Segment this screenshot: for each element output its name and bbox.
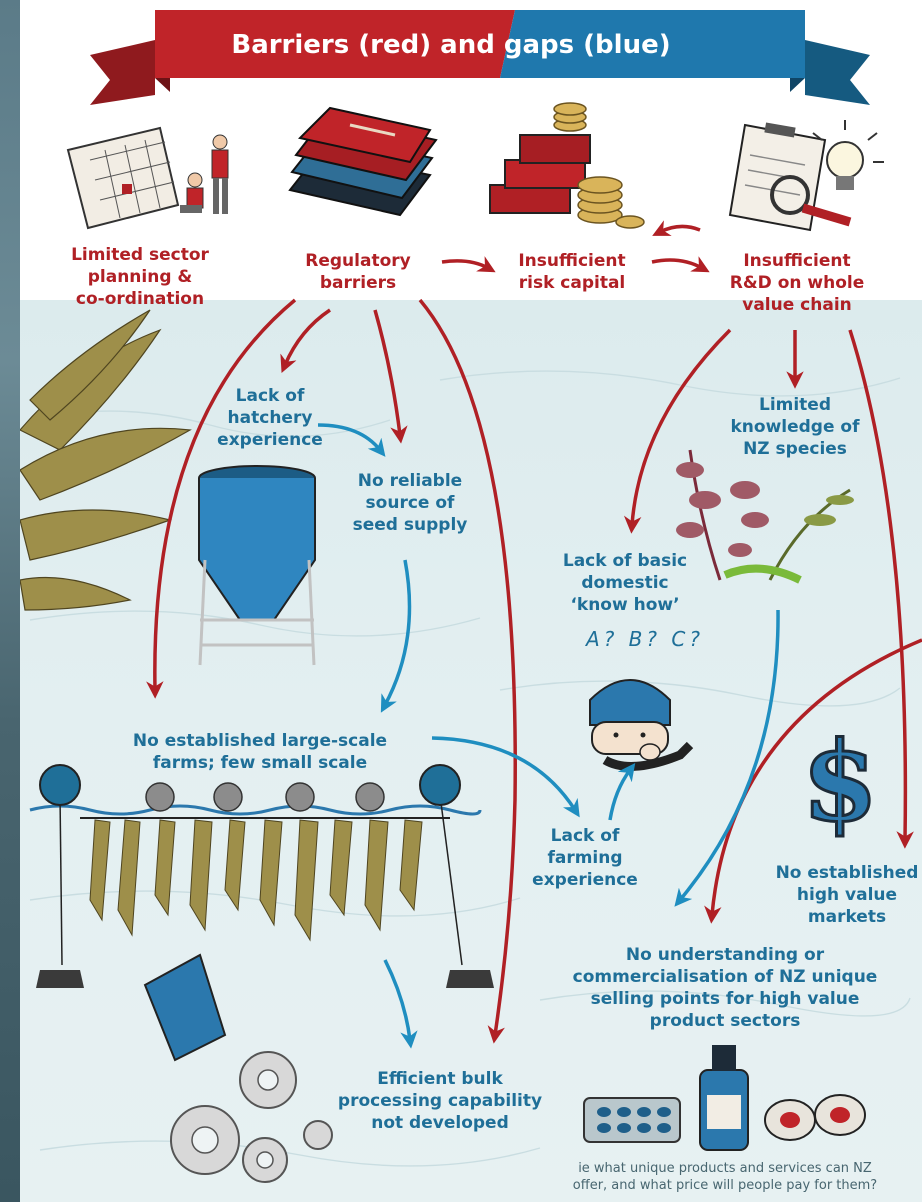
calendar-planning-illustration: [68, 128, 228, 228]
label-line: Limited sector: [50, 244, 230, 266]
gap-seed-supply: No reliable source of seed supply: [340, 470, 480, 536]
books-illustration: [290, 108, 436, 215]
arrow-regulatory-to-risk: [442, 261, 488, 268]
footnote: ie what unique products and services can…: [545, 1160, 905, 1194]
thinking-person-illustration: [590, 680, 690, 766]
footnote-line: ie what unique products and services can…: [545, 1160, 905, 1177]
gap-unique-selling-points: No understanding or commercialisation of…: [560, 944, 890, 1032]
label-line: farming: [530, 847, 640, 869]
label-line: co-ordination: [50, 288, 230, 310]
arrow-farmingexp-to-person: [610, 770, 630, 820]
label-line: Insufficient: [712, 250, 882, 272]
label-line: selling points for high value: [560, 988, 890, 1010]
label-line: Limited: [720, 394, 870, 416]
label-line: Efficient bulk: [335, 1068, 545, 1090]
label-line: product sectors: [560, 1010, 890, 1032]
label-line: not developed: [335, 1112, 545, 1134]
label-line: experience: [530, 869, 640, 891]
label-line: experience: [210, 429, 330, 451]
label-line: seed supply: [340, 514, 480, 536]
label-line: R&D on whole: [712, 272, 882, 294]
label-line: Lack of: [210, 385, 330, 407]
label-line: farms; few small scale: [110, 752, 410, 774]
label-line: Regulatory: [293, 250, 423, 272]
label-line: ‘know how’: [550, 594, 700, 616]
label-line: commercialisation of NZ unique: [560, 966, 890, 988]
label-line: Insufficient: [492, 250, 652, 272]
label-line: source of: [340, 492, 480, 514]
research-clipboard-illustration: [730, 120, 884, 230]
processing-gears-illustration: [145, 955, 332, 1182]
arrow-reg-to-processing: [420, 300, 515, 1035]
label-line: barriers: [293, 272, 423, 294]
arrow-species-to-usp: [680, 610, 778, 900]
label-line: value chain: [712, 294, 882, 316]
footnote-line: offer, and what price will people pay fo…: [545, 1177, 905, 1194]
label-line: high value: [772, 884, 922, 906]
gap-high-value-markets: No established high value markets: [772, 862, 922, 928]
label-line: processing capability: [335, 1090, 545, 1112]
label-line: No reliable: [340, 470, 480, 492]
label-line: knowledge of: [720, 416, 870, 438]
arrow-farm-to-processing: [385, 960, 410, 1040]
label-line: planning &: [50, 266, 230, 288]
gap-nz-species: Limited knowledge of NZ species: [720, 394, 870, 460]
label-line: Lack of basic: [550, 550, 700, 572]
barrier-rnd: Insufficient R&D on whole value chain: [712, 250, 882, 316]
label-line: Lack of: [530, 825, 640, 847]
label-line: No understanding or: [560, 944, 890, 966]
barrier-planning: Limited sector planning & co-ordination: [50, 244, 230, 310]
label-line: markets: [772, 906, 922, 928]
dollar-sign-illustration: $: [802, 717, 879, 846]
gap-hatchery: Lack of hatchery experience: [210, 385, 330, 451]
gap-farming-experience: Lack of farming experience: [530, 825, 640, 891]
infographic-panel: $: [20, 0, 922, 1202]
kelp-illustration: [20, 310, 190, 610]
arrow-rnd-to-risk: [660, 226, 700, 232]
gap-established-farms: No established large-scale farms; few sm…: [110, 730, 410, 774]
label-line: No established: [772, 862, 922, 884]
barrier-regulatory: Regulatory barriers: [293, 250, 423, 294]
label-line: NZ species: [720, 438, 870, 460]
gap-know-how: Lack of basic domestic ‘know how’: [550, 550, 700, 616]
seaweed-farm-illustration: [30, 765, 494, 988]
label-line: domestic: [550, 572, 700, 594]
page-title: Barriers (red) and gaps (blue): [130, 30, 772, 60]
nz-species-seaweed-illustration: [676, 450, 854, 580]
products-illustration: [584, 1045, 865, 1150]
arrow-risk-to-rnd: [652, 260, 702, 268]
background-sea-photo: [0, 0, 20, 1202]
question-marks: A? B? C?: [565, 628, 725, 650]
label-line: risk capital: [492, 272, 652, 294]
gap-bulk-processing: Efficient bulk processing capability not…: [335, 1068, 545, 1134]
svg-text:$: $: [802, 717, 879, 846]
label-line: hatchery: [210, 407, 330, 429]
hatchery-tank-illustration: [199, 466, 315, 665]
money-illustration: [490, 103, 644, 228]
barrier-risk-capital: Insufficient risk capital: [492, 250, 652, 294]
label-line: No established large-scale: [110, 730, 410, 752]
